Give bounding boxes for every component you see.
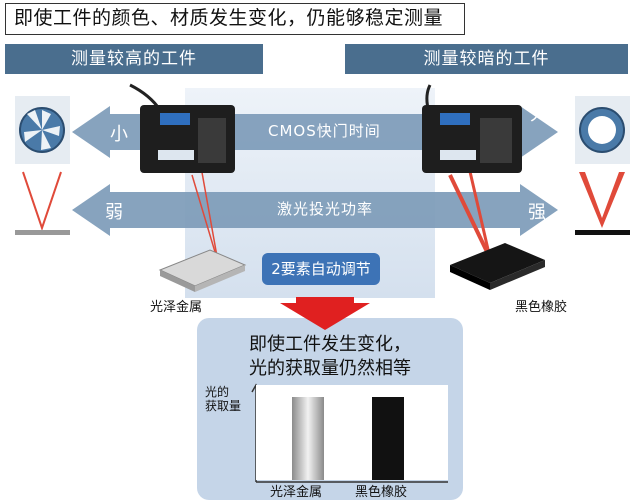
shutter-large-icon [575,96,630,164]
light-amount-chart [256,385,448,480]
page-title: 即使工件的颜色、材质发生变化，仍能够稳定测量 [5,3,465,35]
shutter-small-icon [15,96,70,164]
rubber-plate-icon [450,243,545,290]
shutter-large-label: 大 [530,104,549,125]
result-line-1: 即使工件发生变化， [249,334,411,355]
sensor-right-icon [422,105,522,173]
down-arrow-icon [280,297,370,330]
power-strong-label: 强 [528,202,547,223]
result-line-2: 光的获取量仍然相等 [249,358,411,379]
chart-tick-label-metal: 光泽金属 [270,485,323,500]
black-rubber-label: 黑色橡胶 [515,300,568,315]
chart-tick-label-rubber: 黑色橡胶 [355,485,408,500]
power-arrow [72,184,558,236]
laser-weak-icon [15,170,70,240]
power-weak-label: 弱 [105,202,124,223]
laser-strong-icon [575,170,630,240]
cmos-shutter-label: CMOS快门时间 [268,122,381,140]
bar-black-rubber [372,397,404,480]
metal-plate-icon [158,249,247,292]
sensor-left-icon [140,105,235,173]
bar-glossy-metal [292,397,324,480]
glossy-metal-label: 光泽金属 [150,300,203,315]
auto-adjust-badge: 2要素自动调节 [262,253,380,285]
header-dark-workpiece: 测量较暗的工件 [345,44,628,74]
shutter-small-label: 小 [110,124,129,145]
header-bright-workpiece: 测量较高的工件 [5,44,263,74]
chart-y-axis-label: 光的 获取量 [205,385,242,413]
laser-power-label: 激光投光功率 [277,200,374,218]
